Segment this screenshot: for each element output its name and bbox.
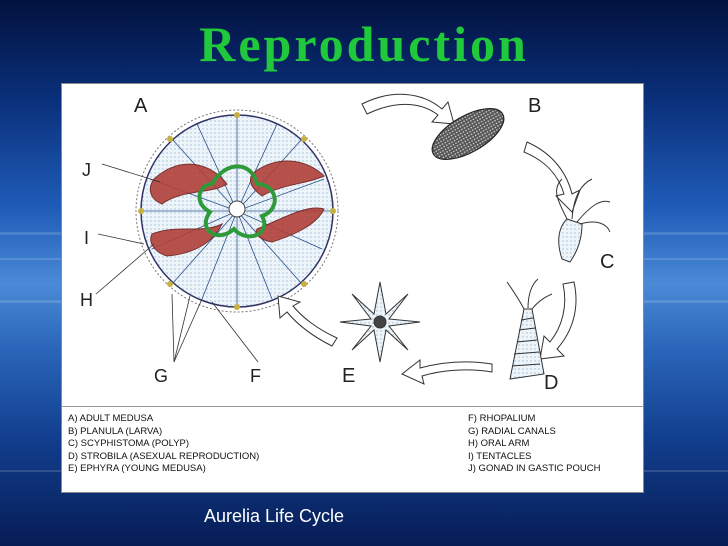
figure-caption: Aurelia Life Cycle bbox=[204, 506, 345, 526]
callout-lines bbox=[95, 163, 259, 363]
label-a: A bbox=[134, 95, 148, 117]
strobila-illustration bbox=[506, 278, 553, 380]
label-i: I bbox=[84, 228, 89, 248]
legend-item: E) EPHYRA (YOUNG MEDUSA) bbox=[68, 463, 206, 475]
ephyra-illustration bbox=[339, 281, 421, 363]
slide-title: Reproduction bbox=[199, 16, 529, 72]
legend-item: A) ADULT MEDUSA bbox=[68, 413, 154, 424]
legend-item: I) TENTACLES bbox=[468, 450, 532, 462]
diagram-legend: A) ADULT MEDUSA B) PLANULA (LARVA) C) SC… bbox=[62, 406, 643, 493]
planula-illustration bbox=[431, 108, 505, 160]
diagram-canvas: A B C D E F G H I J bbox=[80, 93, 614, 394]
legend-item: C) SCYPHISTOMA (POLYP) bbox=[68, 438, 190, 450]
label-e: E bbox=[342, 365, 355, 387]
label-h: H bbox=[80, 290, 93, 310]
label-d: D bbox=[544, 372, 558, 394]
label-c: C bbox=[600, 251, 614, 273]
adult-medusa-illustration bbox=[135, 109, 339, 313]
life-cycle-diagram: A B C D E F G H I J A) ADULT MEDUSA B) P… bbox=[61, 83, 644, 493]
legend-item: G) RADIAL CANALS bbox=[468, 425, 556, 437]
legend-item: H) ORAL ARM bbox=[468, 438, 530, 450]
legend-item: J) GONAD IN GASTIC POUCH bbox=[468, 463, 601, 475]
legend-item: D) STROBILA (ASEXUAL REPRODUCTION) bbox=[68, 450, 260, 462]
scyphistoma-illustration bbox=[556, 178, 611, 263]
legend-parts: F) RHOPALIUM G) RADIAL CANALS H) ORAL AR… bbox=[468, 413, 600, 476]
legend-item: B) PLANULA (LARVA) bbox=[68, 425, 163, 437]
legend-stages: A) ADULT MEDUSA B) PLANULA (LARVA) C) SC… bbox=[68, 413, 259, 476]
legend-item: F) RHOPALIUM bbox=[468, 413, 536, 424]
label-j: J bbox=[82, 160, 91, 180]
cycle-arrows bbox=[277, 93, 581, 385]
label-b: B bbox=[528, 95, 541, 117]
label-f: F bbox=[250, 366, 261, 386]
label-g: G bbox=[154, 366, 168, 386]
